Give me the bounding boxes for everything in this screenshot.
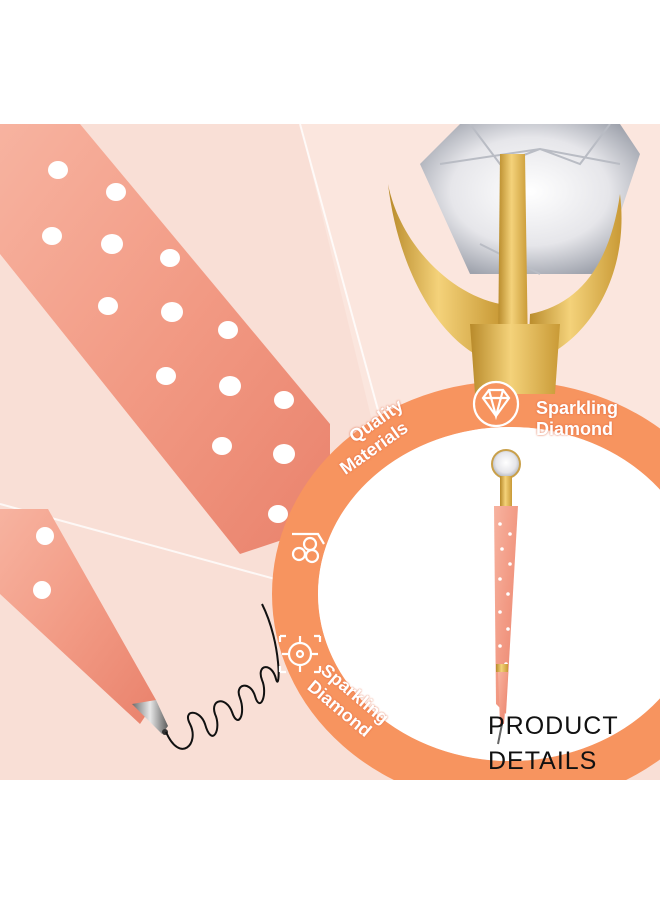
diamond-closeup: [388, 124, 640, 394]
gold-prong: [498, 154, 528, 354]
diamond-icon: [472, 380, 520, 428]
target-icon: [278, 634, 322, 674]
pen-full-small: [491, 449, 521, 745]
ink-scribble: [165, 603, 280, 750]
coins-icon: [291, 532, 325, 564]
pen-body-large: [0, 124, 330, 554]
product-details-label: PRODUCT DETAILS: [488, 712, 619, 775]
gold-base: [470, 324, 560, 394]
pen-tip-metal: [132, 700, 168, 734]
divider-line: [299, 124, 391, 455]
label-sparkling-diamond-top: Sparkling Diamond: [536, 398, 619, 439]
polka-dots: [42, 161, 295, 523]
pen-tip-closeup: [0, 509, 168, 735]
gold-prong: [388, 184, 500, 364]
product-scene: [0, 124, 660, 780]
gold-prong: [528, 194, 622, 364]
